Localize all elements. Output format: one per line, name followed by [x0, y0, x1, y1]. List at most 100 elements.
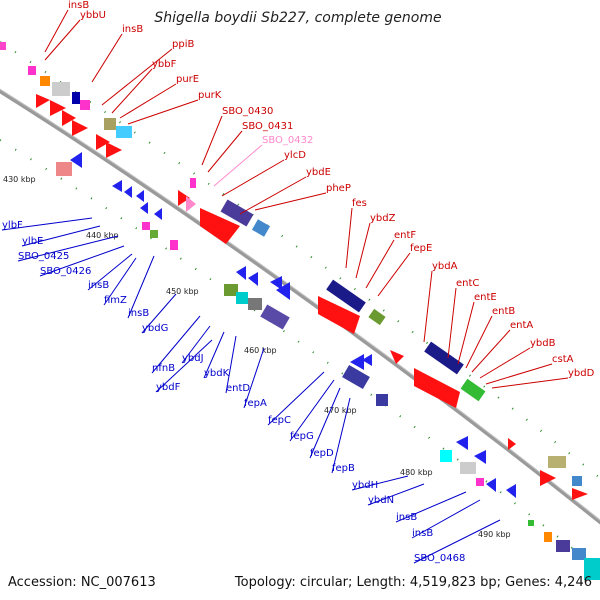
gene-label-ybdg[interactable]: ybdG [142, 323, 168, 334]
gene-arrow[interactable] [572, 488, 588, 500]
gene-label-ybdf[interactable]: ybdF [156, 382, 181, 393]
gene-arrow[interactable] [270, 276, 282, 290]
gene-block[interactable] [150, 230, 158, 238]
gene-block[interactable] [342, 364, 370, 390]
gene-arrow[interactable] [124, 186, 132, 198]
gene-block[interactable] [142, 222, 150, 230]
gene-label-fepg[interactable]: fepG [290, 431, 314, 442]
gene-label-ylbf[interactable]: ylbF [2, 220, 23, 231]
gene-label-insb[interactable]: insB [128, 308, 149, 319]
gene-block[interactable] [544, 532, 552, 542]
gene-label-csta[interactable]: cstA [552, 354, 574, 365]
gene-label-ylcd[interactable]: ylcD [284, 150, 306, 161]
gene-label-insb[interactable]: insB [122, 24, 143, 35]
gene-label-ybdb[interactable]: ybdB [530, 338, 556, 349]
gene-arrow[interactable] [506, 484, 516, 498]
gene-arrow[interactable] [248, 272, 258, 286]
gene-label-ente[interactable]: entE [474, 292, 497, 303]
gene-label-sbo_0430[interactable]: SBO_0430 [222, 106, 273, 117]
gene-label-fes[interactable]: fes [352, 198, 367, 209]
gene-arrow[interactable] [456, 436, 468, 450]
gene-arrow[interactable] [112, 180, 122, 192]
gene-label-nfnb[interactable]: nfnB [152, 363, 175, 374]
gene-block[interactable] [584, 558, 600, 580]
gene-label-ybdn[interactable]: ybdN [368, 495, 394, 506]
gene-block[interactable] [460, 462, 476, 474]
gene-arrow[interactable] [540, 470, 556, 486]
gene-label-fepd[interactable]: fepD [310, 448, 334, 459]
gene-block[interactable] [0, 42, 6, 50]
gene-arrow[interactable] [318, 296, 360, 334]
gene-label-insb[interactable]: insB [396, 512, 417, 523]
gene-block[interactable] [251, 219, 271, 237]
gene-arrow[interactable] [50, 100, 66, 116]
gene-label-phep[interactable]: pheP [326, 183, 351, 194]
gene-arrow[interactable] [62, 110, 76, 126]
gene-arrow[interactable] [486, 478, 496, 492]
gene-block[interactable] [572, 548, 586, 560]
gene-arrow[interactable] [200, 208, 240, 244]
gene-block[interactable] [460, 378, 486, 402]
gene-label-insb[interactable]: insB [68, 0, 89, 11]
gene-arrow[interactable] [390, 350, 404, 364]
gene-arrow[interactable] [186, 196, 196, 212]
gene-block[interactable] [104, 118, 116, 130]
gene-label-fepe[interactable]: fepE [410, 243, 432, 254]
gene-arrow[interactable] [72, 120, 88, 136]
gene-arrow[interactable] [136, 190, 144, 202]
gene-label-ppib[interactable]: ppiB [172, 39, 194, 50]
gene-block[interactable] [116, 126, 132, 138]
gene-block[interactable] [326, 279, 366, 313]
gene-block[interactable] [224, 284, 238, 296]
gene-label-sbo_0426[interactable]: SBO_0426 [40, 266, 91, 277]
gene-label-fimz[interactable]: fimZ [104, 295, 127, 306]
gene-label-pure[interactable]: purE [176, 74, 199, 85]
gene-label-ybdz[interactable]: ybdZ [370, 213, 396, 224]
gene-arrow[interactable] [70, 152, 82, 168]
gene-block[interactable] [236, 292, 248, 304]
gene-label-ybdk[interactable]: ybdK [204, 368, 230, 379]
gene-block[interactable] [72, 92, 80, 104]
gene-block[interactable] [56, 162, 72, 176]
gene-label-sbo_0431[interactable]: SBO_0431 [242, 121, 293, 132]
gene-label-fepb[interactable]: fepB [332, 463, 355, 474]
gene-label-insb[interactable]: insB [412, 528, 433, 539]
gene-label-entb[interactable]: entB [492, 306, 515, 317]
gene-block[interactable] [556, 540, 570, 552]
gene-label-ybbf[interactable]: ybbF [152, 59, 177, 70]
gene-arrow[interactable] [140, 202, 148, 214]
gene-arrow[interactable] [96, 134, 110, 150]
gene-arrow[interactable] [106, 142, 122, 158]
gene-block[interactable] [260, 304, 290, 330]
gene-block[interactable] [476, 478, 484, 486]
gene-block[interactable] [248, 298, 262, 310]
gene-label-purk[interactable]: purK [198, 90, 222, 101]
gene-block[interactable] [424, 341, 464, 375]
gene-block[interactable] [190, 178, 196, 188]
gene-block[interactable] [40, 76, 50, 86]
gene-arrow[interactable] [474, 450, 486, 464]
gene-label-ybda[interactable]: ybdA [432, 261, 458, 272]
gene-arrow[interactable] [154, 208, 162, 220]
gene-block[interactable] [440, 450, 452, 462]
gene-label-entd[interactable]: entD [226, 383, 250, 394]
gene-label-enta[interactable]: entA [510, 320, 533, 331]
gene-label-insb[interactable]: insB [88, 280, 109, 291]
gene-block[interactable] [572, 476, 582, 486]
gene-block[interactable] [52, 82, 70, 96]
gene-block[interactable] [368, 308, 386, 326]
gene-label-sbo_0425[interactable]: SBO_0425 [18, 251, 69, 262]
gene-label-fepc[interactable]: fepC [268, 415, 291, 426]
gene-block[interactable] [220, 199, 254, 227]
gene-arrow[interactable] [414, 368, 460, 408]
gene-label-fepa[interactable]: fepA [244, 398, 267, 409]
gene-label-ybde[interactable]: ybdE [306, 167, 331, 178]
gene-arrow[interactable] [236, 266, 246, 280]
gene-block[interactable] [528, 520, 534, 526]
gene-arrow[interactable] [178, 190, 190, 206]
gene-block[interactable] [548, 456, 566, 468]
gene-arrow[interactable] [508, 438, 516, 450]
gene-label-ybdd[interactable]: ybdD [568, 368, 595, 379]
gene-arrow[interactable] [276, 282, 290, 300]
gene-block[interactable] [376, 394, 388, 406]
